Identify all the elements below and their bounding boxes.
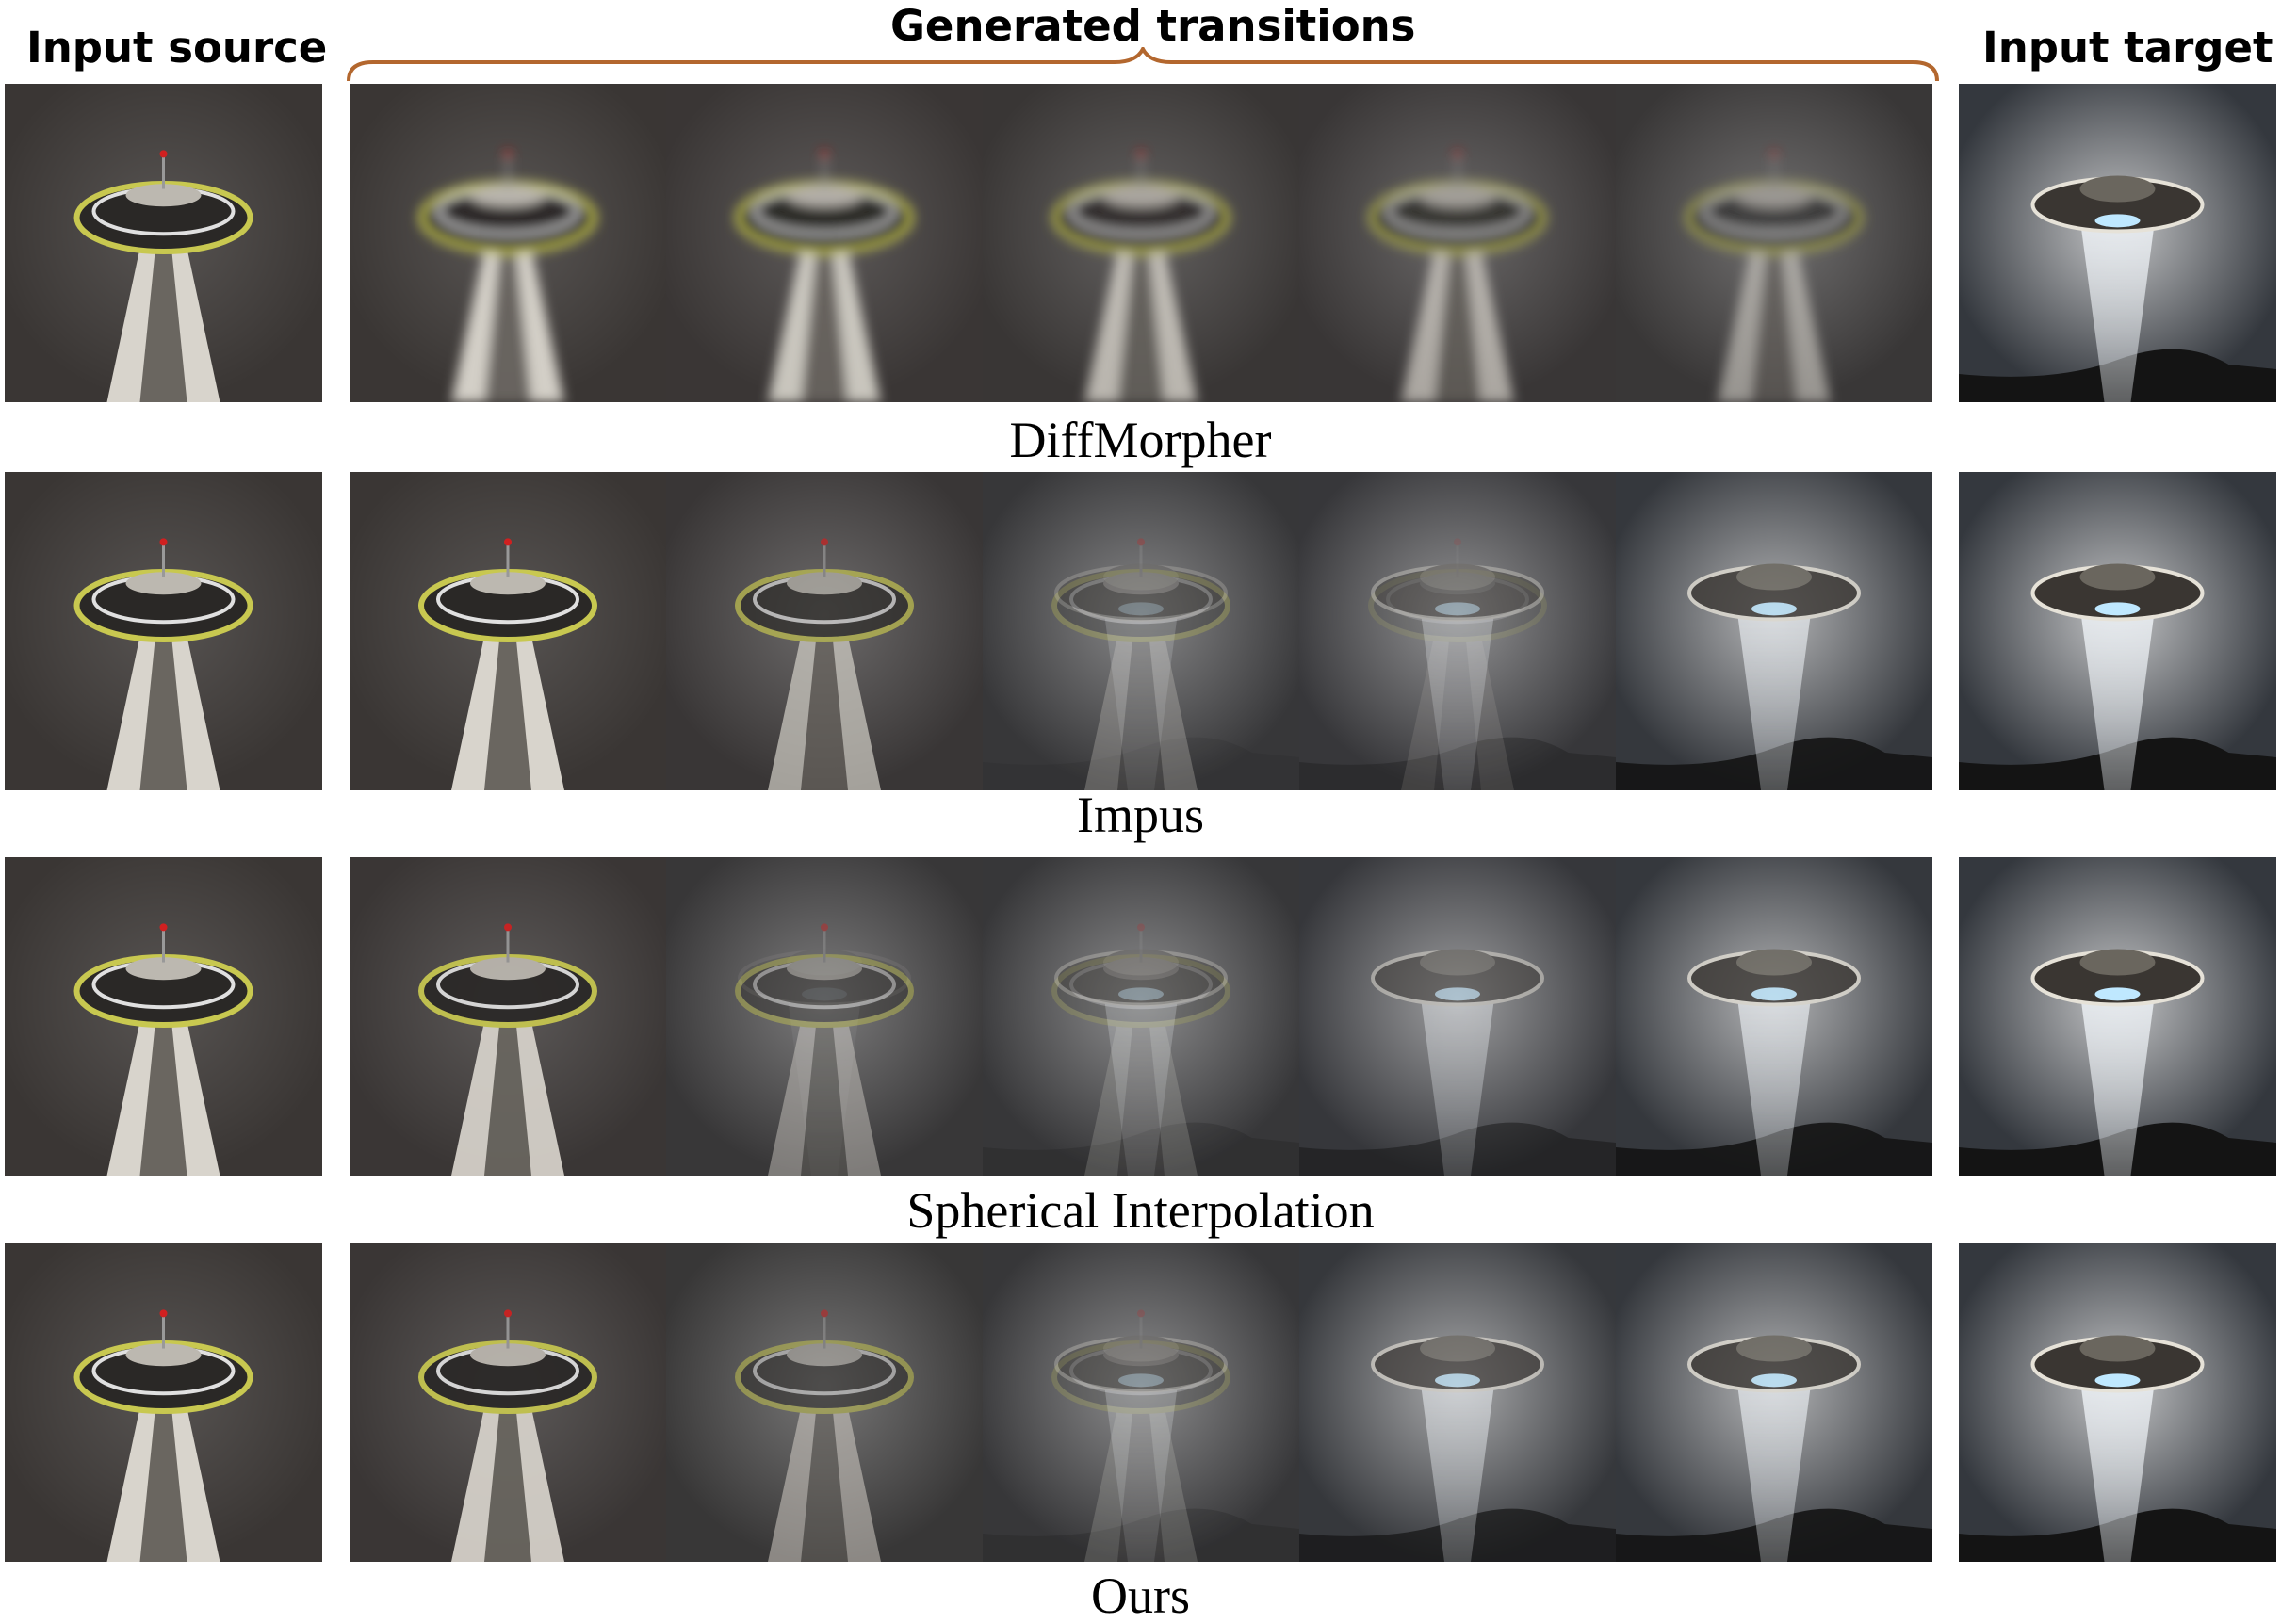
input-source-image [5, 1243, 322, 1562]
input-source-image [5, 857, 322, 1176]
method-label-ours: Ours [1091, 1567, 1190, 1624]
transition-frame [1299, 472, 1616, 790]
transition-frame [666, 84, 983, 402]
transition-frame [350, 84, 666, 402]
transition-frame [666, 472, 983, 790]
transition-frame [1616, 857, 1932, 1176]
input-source-image [5, 84, 322, 402]
header-generated-transitions: Generated transitions [890, 1, 1416, 51]
transition-frame [1616, 1243, 1932, 1562]
transition-frame [1299, 1243, 1616, 1562]
transition-frame [350, 857, 666, 1176]
transitions-brace [347, 47, 1939, 82]
transition-frame [983, 857, 1299, 1176]
transition-frame [1299, 857, 1616, 1176]
transition-frame [983, 472, 1299, 790]
transition-frame [350, 472, 666, 790]
method-label-spherical-interpolation: Spherical Interpolation [906, 1182, 1375, 1239]
input-target-image [1959, 1243, 2276, 1562]
transition-frame [1616, 472, 1932, 790]
transition-frame [1299, 84, 1616, 402]
input-target-image [1959, 84, 2276, 402]
input-target-image [1959, 472, 2276, 790]
header-input-target: Input target [1982, 23, 2273, 73]
transition-frame [1616, 84, 1932, 402]
transition-frame [983, 1243, 1299, 1562]
transition-frame [983, 84, 1299, 402]
header-input-source: Input source [26, 23, 328, 73]
transition-frame [666, 1243, 983, 1562]
method-label-diffmorpher: DiffMorpher [1009, 412, 1272, 468]
input-target-image [1959, 857, 2276, 1176]
input-source-image [5, 472, 322, 790]
transition-frame [666, 857, 983, 1176]
method-label-impus: Impus [1077, 787, 1204, 843]
transition-frame [350, 1243, 666, 1562]
